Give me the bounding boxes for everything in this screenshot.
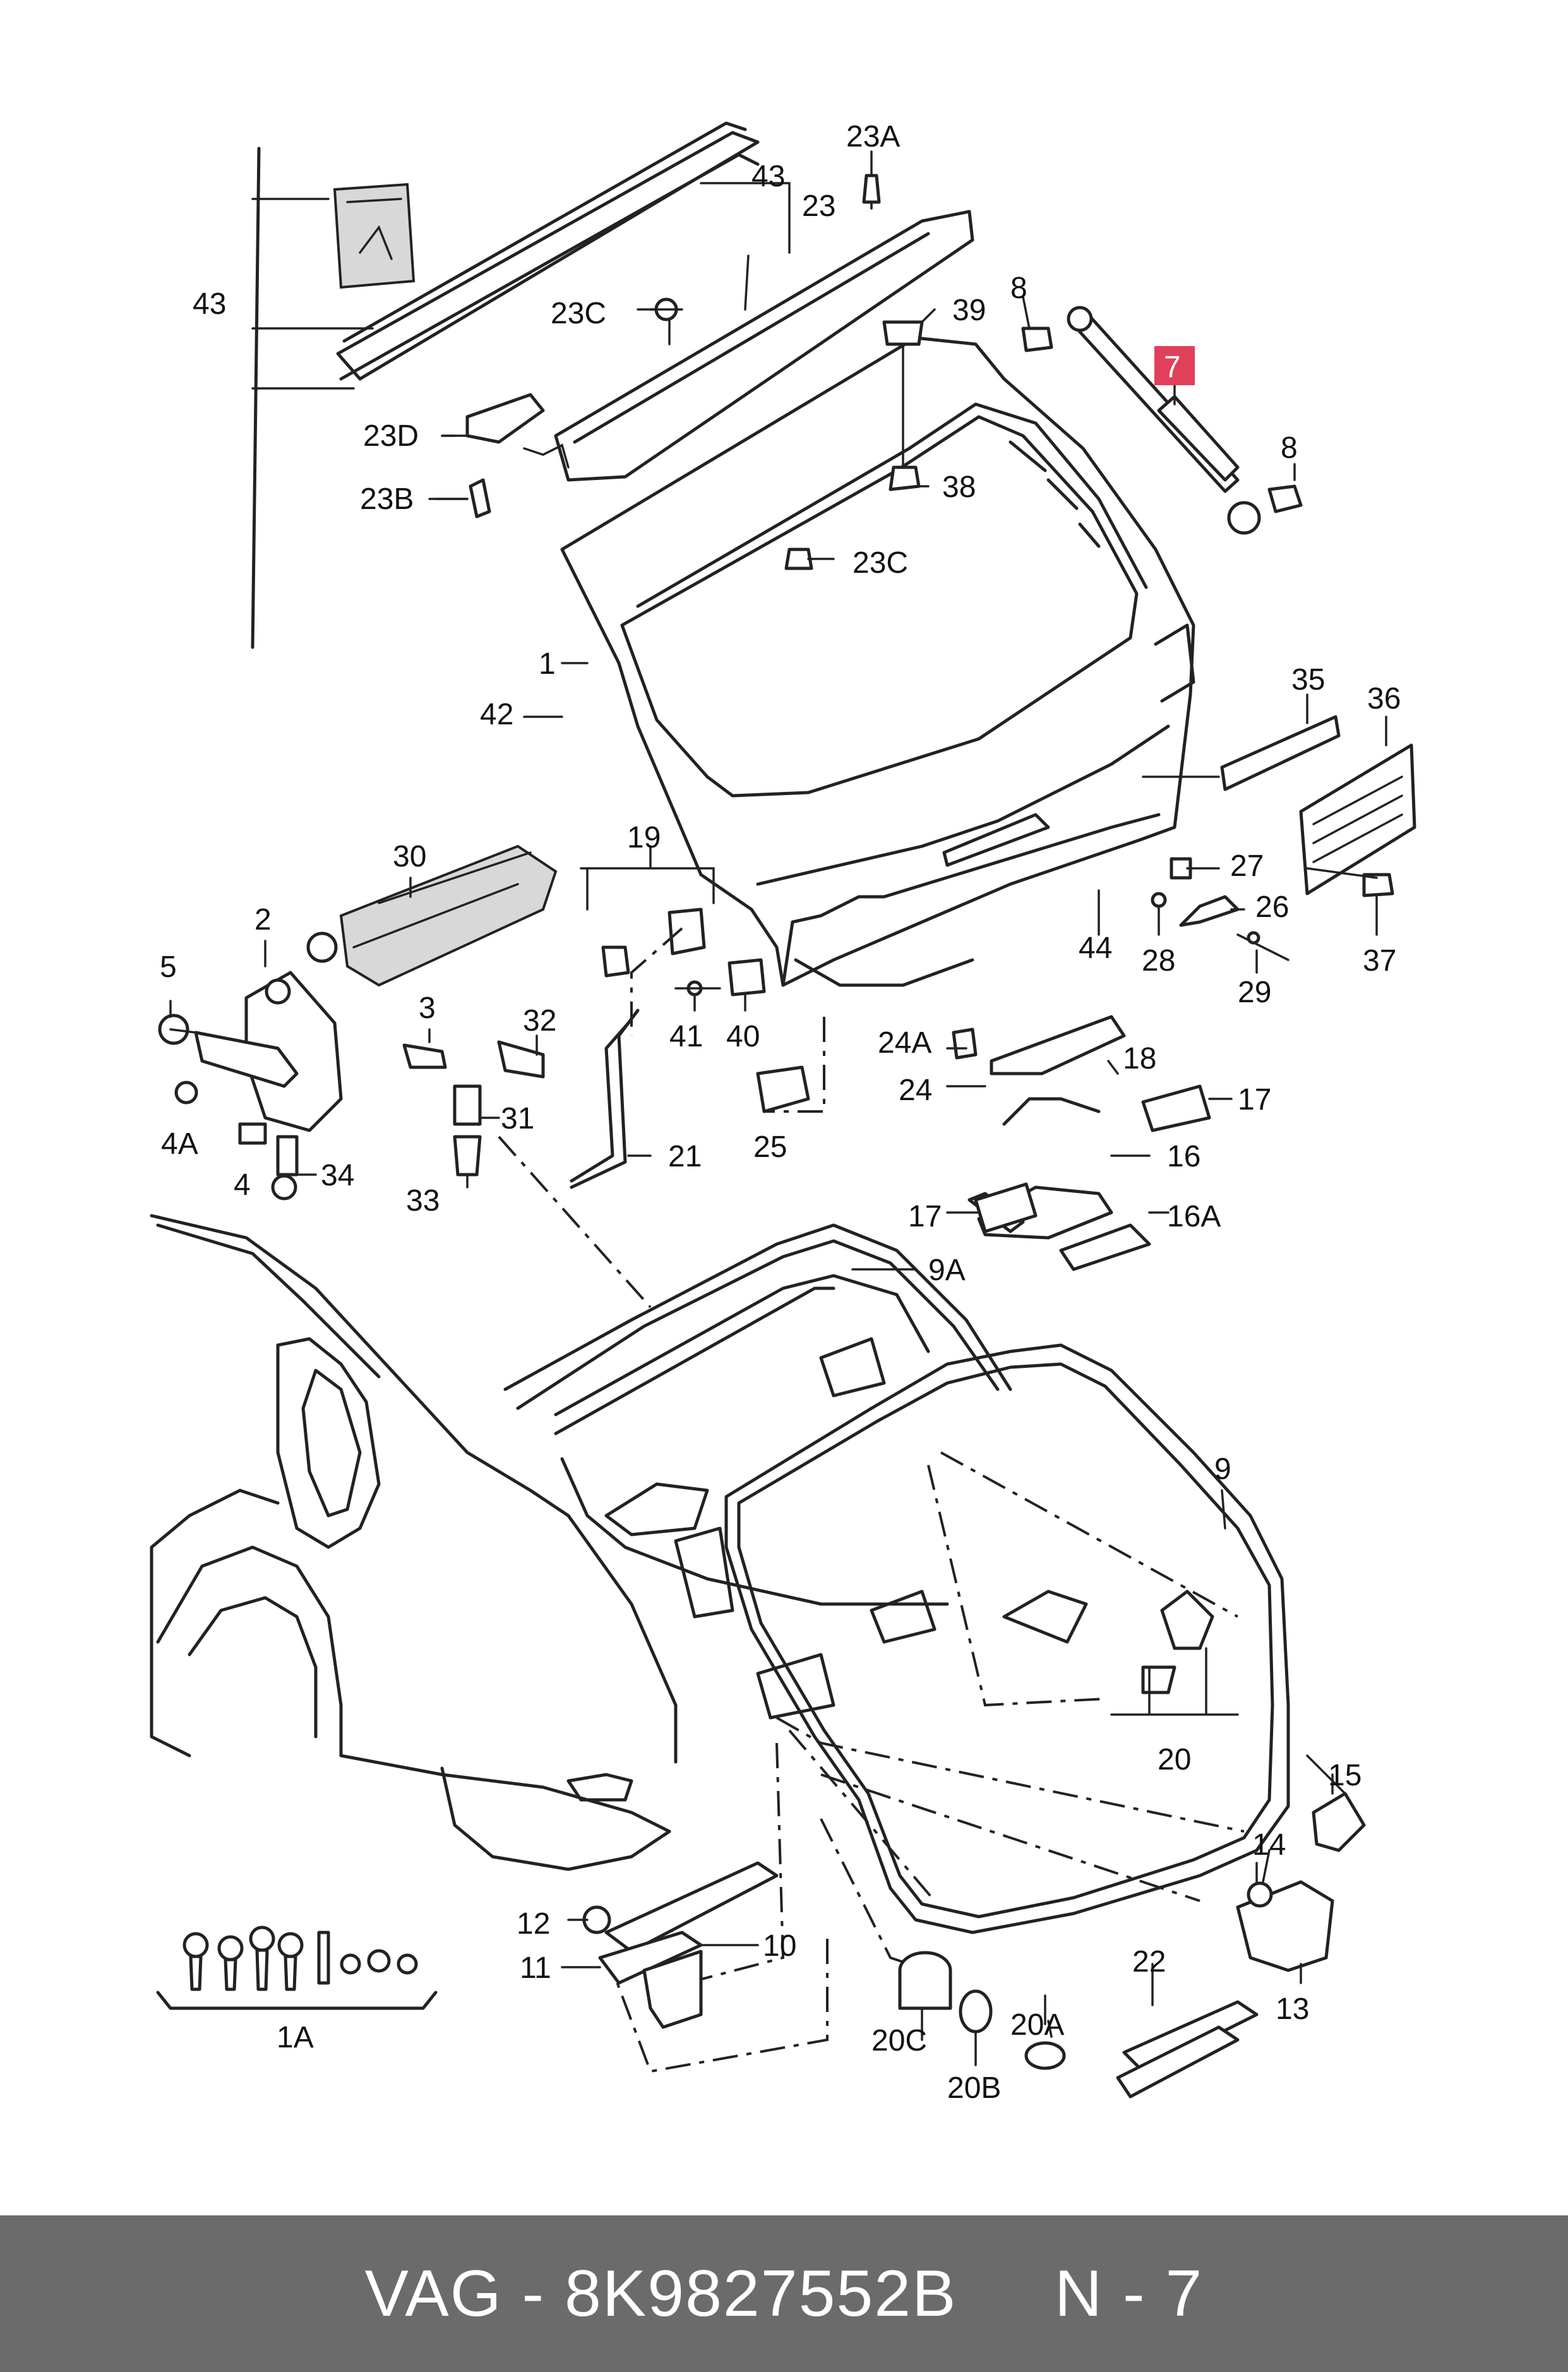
- callout-28: 28: [1142, 944, 1175, 978]
- callout-30: 30: [393, 840, 426, 873]
- callout-15: 15: [1328, 1759, 1362, 1792]
- seal-9: [724, 1343, 1290, 1934]
- leader-lines: [169, 201, 1378, 2038]
- callout-27: 27: [1230, 849, 1264, 883]
- callout-20c: 20C: [871, 2024, 927, 2058]
- callout-22: 22: [1132, 1945, 1166, 1979]
- fastener-set-1a: [156, 1926, 438, 2010]
- footer-part-number: 8K9827552B: [565, 2256, 957, 2330]
- callout-34: 34: [321, 1159, 354, 1192]
- callout-4: 4: [234, 1168, 251, 1202]
- callout-17-right: 17: [1238, 1083, 1271, 1117]
- callout-1: 1: [539, 647, 556, 681]
- plate-36: [1299, 716, 1416, 895]
- callout-8-top: 8: [1010, 272, 1027, 305]
- fasteners-38-39: [784, 320, 924, 570]
- hinge-2: [158, 971, 343, 1132]
- callout-41: 41: [669, 1020, 703, 1053]
- callout-36: 36: [1367, 682, 1401, 716]
- callout-19: 19: [627, 821, 661, 854]
- callout-33: 33: [406, 1184, 440, 1218]
- callout-23: 23: [802, 189, 835, 223]
- callout-7: 7: [1164, 350, 1181, 384]
- callout-5: 5: [160, 950, 177, 984]
- callout-35: 35: [1291, 663, 1325, 697]
- callout-31: 31: [501, 1102, 534, 1135]
- bumpers-20: [1110, 1590, 1239, 1716]
- callout-12: 12: [517, 1907, 550, 1941]
- lamp-assembly-16-17-18: [756, 1015, 1211, 1271]
- sealant-bag-43: [333, 183, 416, 289]
- lock-13-14-15: [1236, 1754, 1366, 1972]
- callout-42: 42: [480, 698, 513, 731]
- callout-20: 20: [1158, 1743, 1191, 1776]
- callout-32: 32: [523, 1004, 556, 1038]
- callout-17-left: 17: [908, 1200, 942, 1233]
- vehicle-body: [150, 1214, 1088, 1871]
- callout-20a: 20A: [1010, 2008, 1064, 2042]
- callout-18: 18: [1123, 1042, 1156, 1075]
- callout-20b: 20B: [947, 2071, 1001, 2105]
- cable-21: [570, 1009, 640, 1189]
- bracket-23d: [428, 393, 570, 518]
- grommets-20abc: [898, 1951, 1066, 2070]
- callout-16a: 16A: [1167, 1200, 1221, 1233]
- lock-motor-30: [306, 844, 558, 987]
- callout-29: 29: [1238, 976, 1271, 1009]
- callout-11: 11: [520, 1951, 551, 1985]
- callout-1a: 1A: [277, 2021, 314, 2054]
- callout-2: 2: [254, 903, 272, 937]
- callout-21: 21: [668, 1140, 702, 1173]
- footer-separator: -: [502, 2256, 565, 2330]
- callout-13: 13: [1276, 1992, 1309, 2026]
- callout-43-top: 43: [751, 160, 785, 193]
- fasteners-26-29: [1151, 857, 1394, 961]
- footer-callout-ref: N - 7: [1054, 2256, 1204, 2330]
- callout-23d: 23D: [363, 419, 419, 453]
- callout-10: 10: [763, 1929, 796, 1963]
- dash-leaders: [498, 927, 1245, 2073]
- spoiler-23: [554, 150, 974, 482]
- callout-3: 3: [419, 991, 436, 1025]
- callout-24: 24: [899, 1074, 932, 1107]
- callout-24a: 24A: [878, 1026, 931, 1060]
- footer-bar: VAG - 8K9827552B N - 7: [0, 2215, 1568, 2372]
- callout-23c-top: 23C: [551, 297, 606, 330]
- callout-8-right: 8: [1281, 431, 1298, 465]
- plate-22: [1116, 1963, 1259, 2099]
- callout-26: 26: [1255, 890, 1289, 924]
- trim-strip-43: [251, 121, 760, 649]
- footer-gap: [957, 2257, 1054, 2330]
- callout-16: 16: [1167, 1140, 1200, 1173]
- tailgate-1: [560, 336, 1195, 987]
- callout-14: 14: [1252, 1828, 1286, 1862]
- striker-10-11-12: [561, 1861, 779, 2029]
- callout-40: 40: [726, 1020, 760, 1053]
- callout-44: 44: [1079, 931, 1112, 965]
- callout-38: 38: [942, 470, 976, 504]
- emblem-35: [1142, 693, 1341, 791]
- callout-25: 25: [753, 1130, 787, 1164]
- callout-23a: 23A: [846, 120, 900, 153]
- callout-23c-mid: 23C: [853, 546, 908, 580]
- callout-23b: 23B: [360, 482, 414, 516]
- footer-brand: VAG: [364, 2256, 503, 2330]
- callout-7-highlight: [1154, 346, 1195, 385]
- bolts-3-32-31-33-34: [238, 1040, 545, 1201]
- callout-43-left: 43: [193, 287, 226, 321]
- footer-caption: VAG - 8K9827552B N - 7: [365, 2256, 1204, 2332]
- callout-9: 9: [1214, 1453, 1231, 1486]
- callout-37: 37: [1363, 944, 1396, 978]
- callout-4a: 4A: [161, 1127, 198, 1161]
- callout-9a: 9A: [928, 1254, 966, 1287]
- callout-labels: 43 43 23 23A 23C 23C 23D 23B 8 8 7 39 38…: [160, 120, 1401, 2105]
- parts-diagram: 43 43 23 23A 23C 23C 23D 23B 8 8 7 39 38…: [150, 120, 1416, 2105]
- callout-39: 39: [952, 294, 986, 327]
- gas-strut-7: [1021, 306, 1303, 535]
